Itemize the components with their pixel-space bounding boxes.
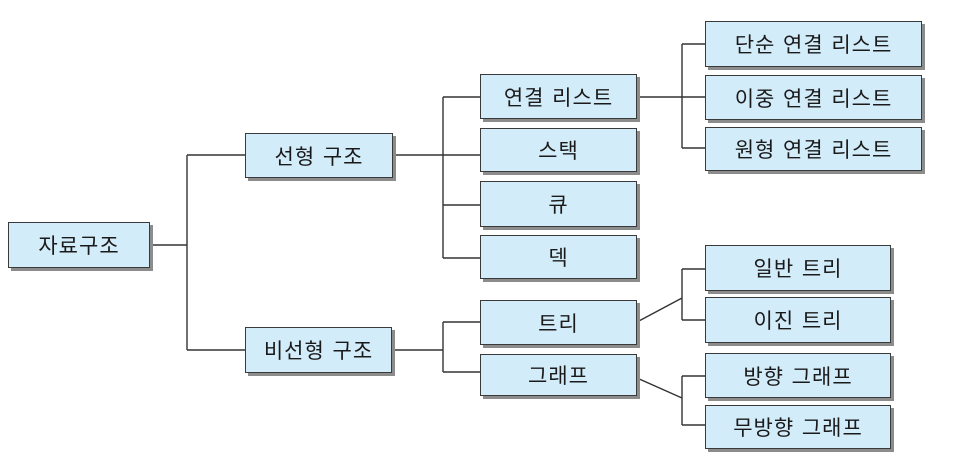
node-queue: 큐 <box>480 181 637 227</box>
node-general-tree: 일반 트리 <box>705 245 891 291</box>
connector-nonlinear <box>392 321 480 373</box>
node-directed-graph: 방향 그래프 <box>705 353 891 398</box>
node-linear-structure: 선형 구조 <box>245 133 393 178</box>
connector-root <box>150 154 245 351</box>
node-linked-list: 연결 리스트 <box>480 74 637 119</box>
node-graph: 그래프 <box>480 354 637 396</box>
node-doubly-linked-list: 이중 연결 리스트 <box>705 75 922 120</box>
connector-linear <box>393 96 480 259</box>
node-data-structure: 자료구조 <box>8 222 150 268</box>
connector-graph <box>636 375 705 426</box>
connector-linked-list <box>637 43 705 149</box>
node-deque: 덱 <box>480 235 637 279</box>
node-singly-linked-list: 단순 연결 리스트 <box>705 21 922 67</box>
node-stack: 스택 <box>480 128 637 172</box>
node-tree: 트리 <box>480 300 637 345</box>
node-undirected-graph: 무방향 그래프 <box>705 405 891 449</box>
connector-tree <box>636 268 705 323</box>
node-nonlinear-structure: 비선형 구조 <box>245 327 392 373</box>
node-circular-linked-list: 원형 연결 리스트 <box>705 127 922 171</box>
node-binary-tree: 이진 트리 <box>705 297 891 343</box>
